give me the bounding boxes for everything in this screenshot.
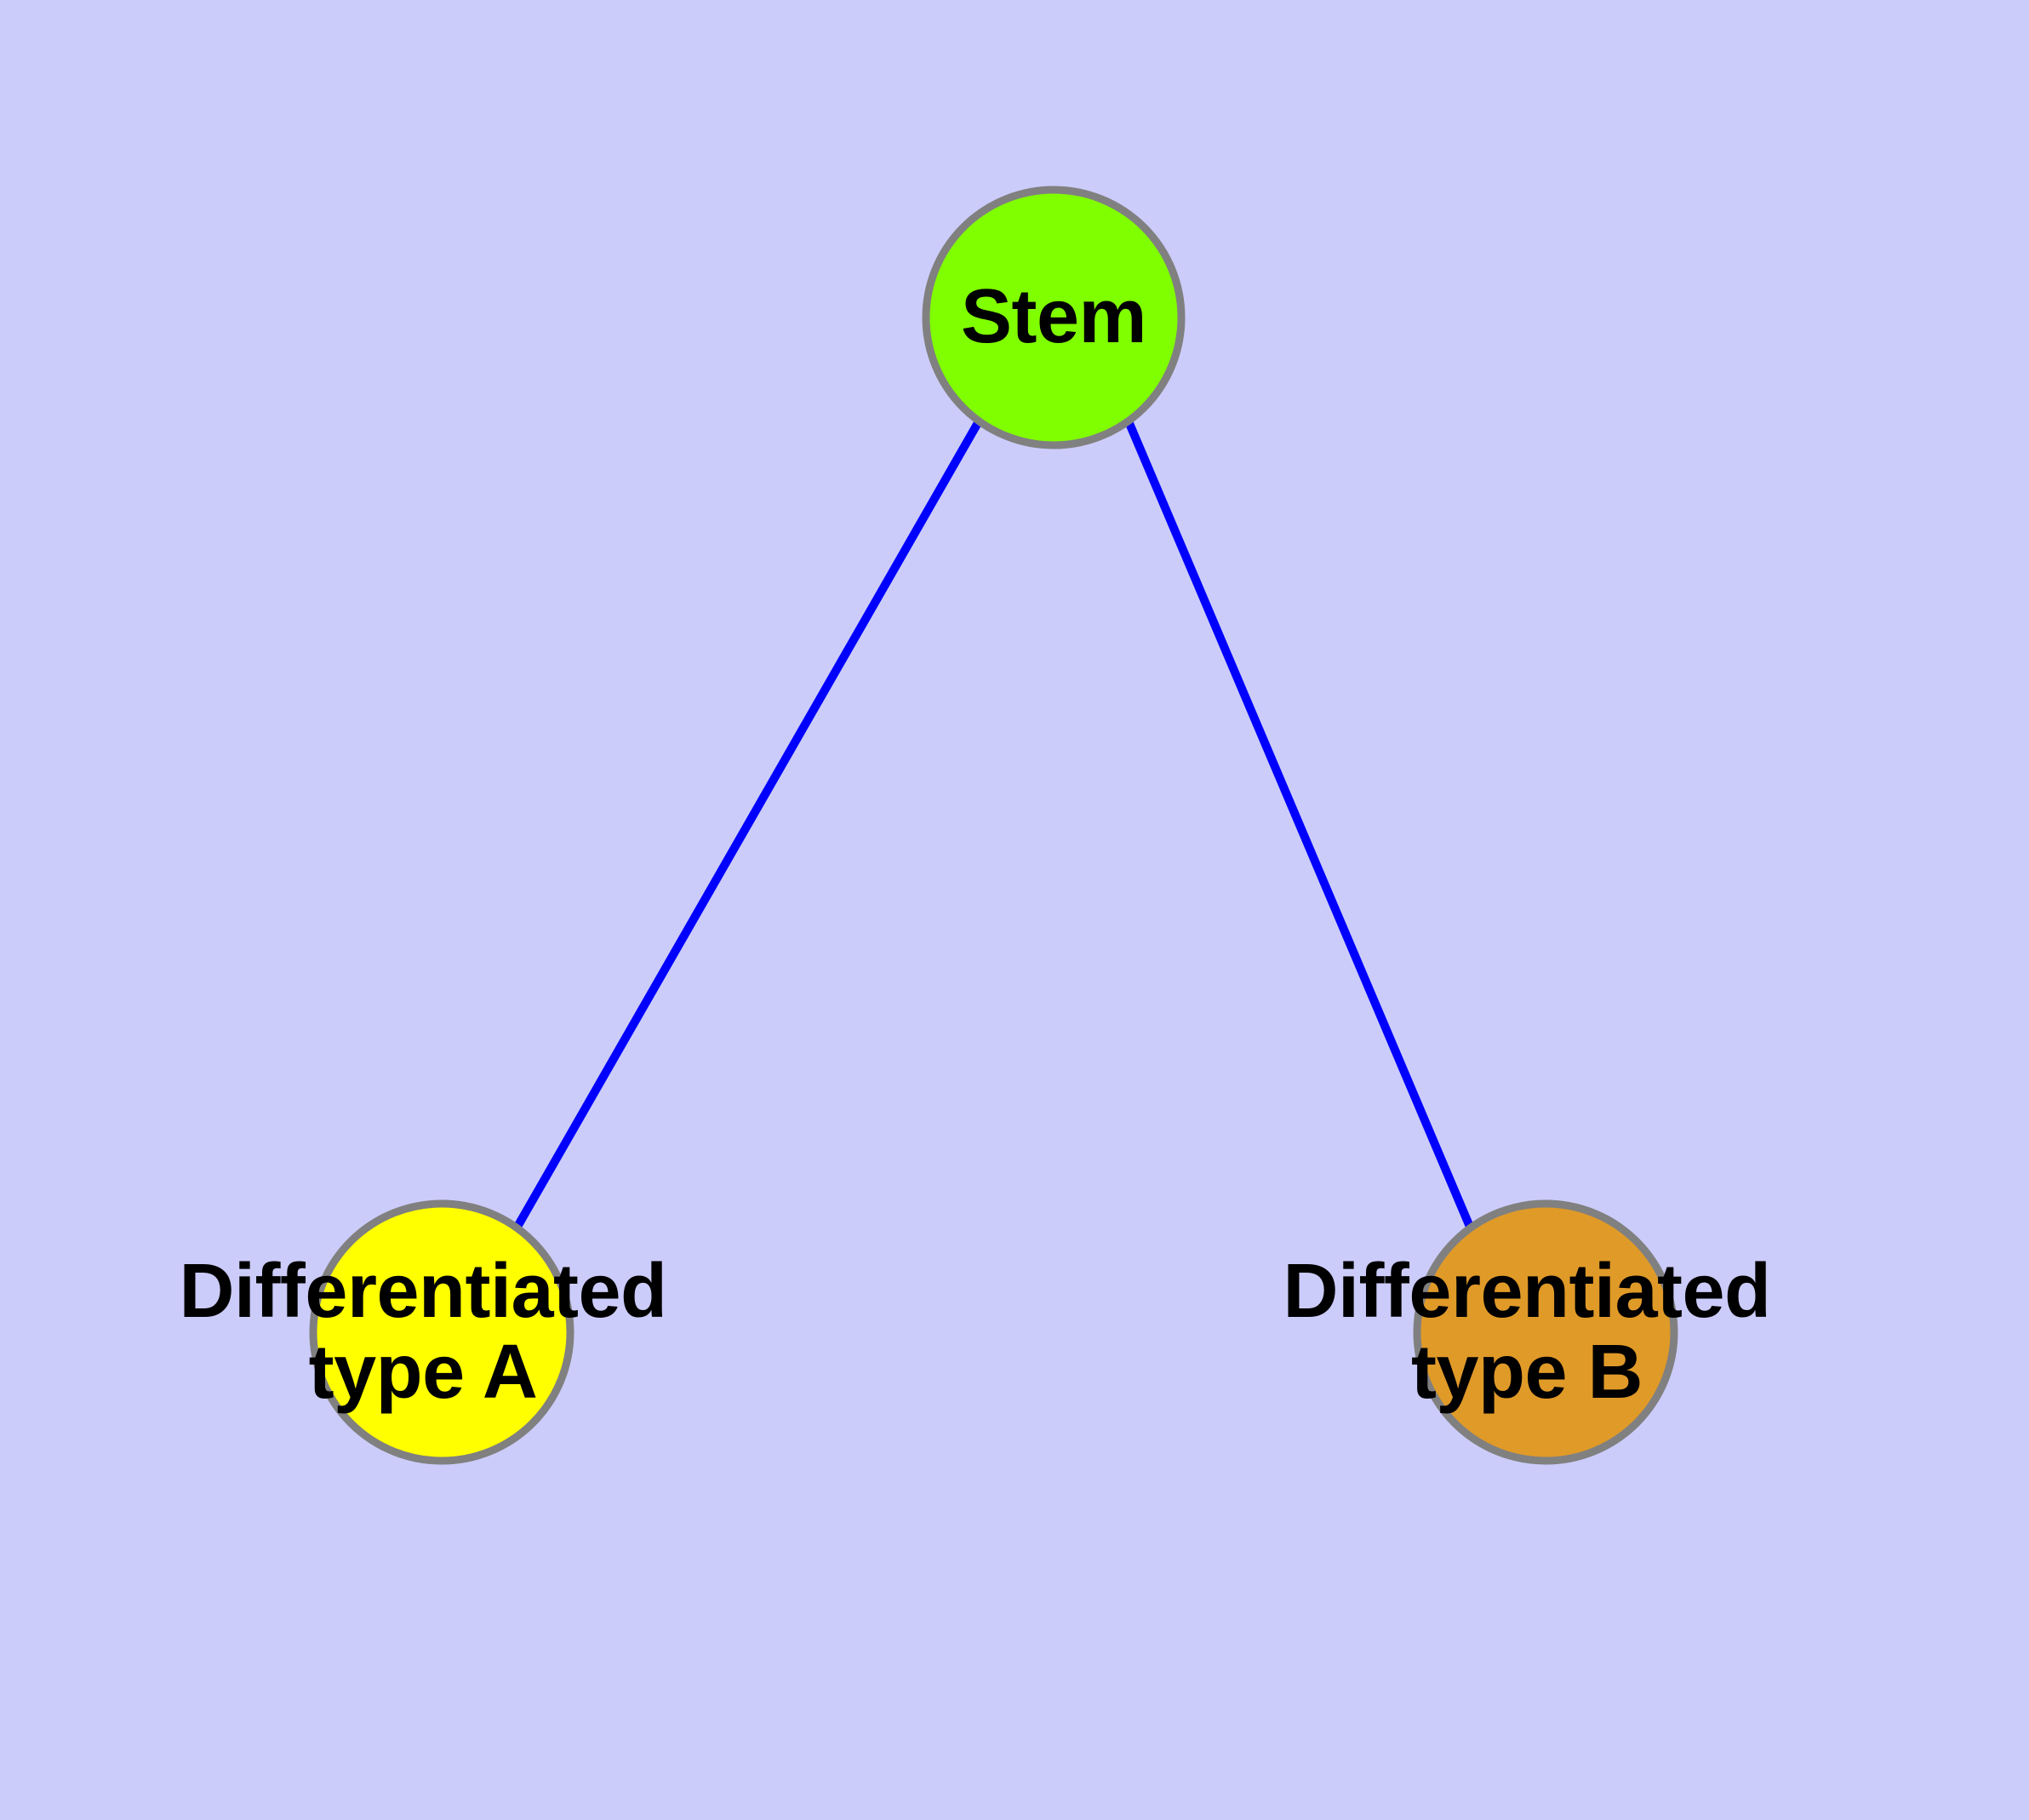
edge-stem-to-diff-b[interactable] xyxy=(1124,420,1474,1228)
edge-layer xyxy=(513,419,1474,1229)
node-layer xyxy=(309,186,1678,1465)
edge-stem-to-diff-a[interactable] xyxy=(513,419,983,1229)
node-differentiated-type-a[interactable] xyxy=(309,1199,574,1465)
node-differentiated-type-b[interactable] xyxy=(1413,1199,1678,1465)
node-stem[interactable] xyxy=(922,186,1186,449)
